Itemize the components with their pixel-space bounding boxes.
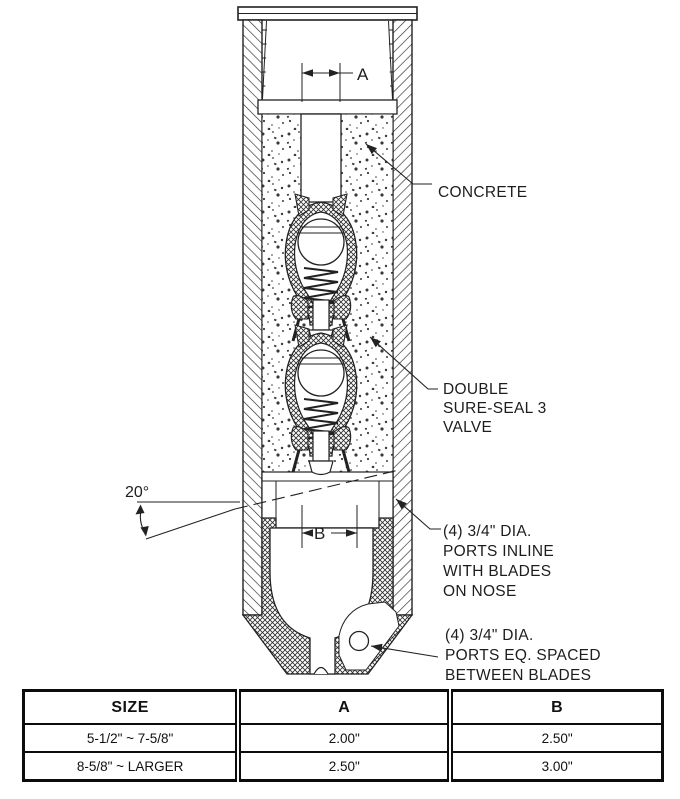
valve-label-line3: VALVE [443, 419, 492, 436]
ports-inline-leader [395, 498, 441, 530]
nose-notch [313, 666, 329, 675]
cell-b-row1: 2.50" [447, 724, 663, 752]
ports-inline-line1: (4) 3/4" DIA. [443, 523, 532, 540]
ports-spaced-line1: (4) 3/4" DIA. [445, 627, 534, 644]
dim-a [301, 63, 353, 102]
cell-a-row1: 2.00" [235, 724, 451, 752]
ports-spaced-line3: BETWEEN BLADES [445, 667, 591, 684]
nose-body [241, 517, 414, 675]
header-a: A [235, 690, 451, 724]
spec-table: SIZE A B 5-1/2" ~ 7-5/8" 2.00" 2.50" 8-5… [22, 689, 664, 782]
collar-threads [261, 20, 394, 100]
dim-a-label: A [357, 65, 369, 84]
cell-b-row2: 3.00" [447, 752, 663, 781]
header-size: SIZE [111, 698, 149, 716]
spec-table-container: SIZE A B 5-1/2" ~ 7-5/8" 2.00" 2.50" 8-5… [22, 689, 664, 782]
ports-spaced-line2: PORTS EQ. SPACED [445, 647, 601, 664]
ports-inline-line3: WITH BLADES [443, 563, 551, 580]
cell-a-row2: 2.50" [235, 752, 451, 781]
collar-seat-plate [257, 99, 398, 115]
dim-b-label: B [314, 524, 325, 543]
concrete-label: CONCRETE [438, 184, 527, 201]
dim-b [301, 505, 358, 548]
shoe-upper-band [261, 471, 394, 529]
cell-size-row1: 5-1/2" ~ 7-5/8" [86, 730, 174, 746]
port-clearance [338, 601, 400, 671]
float-shoe-diagram: A B 20° CONCRETE DOUBLE SURE-SEAL 3 VALV… [125, 6, 601, 684]
cell-size-row2: 8-5/8" ~ LARGER [76, 758, 184, 774]
valve-label-line2: SURE-SEAL 3 [443, 400, 547, 417]
table-row: 5-1/2" ~ 7-5/8" 2.00" 2.50" [23, 724, 663, 752]
bell-cavity [269, 527, 374, 675]
angle-label: 20° [125, 484, 149, 501]
valve-leader [369, 336, 438, 390]
angle-callout [135, 468, 402, 540]
header-b: B [447, 690, 663, 724]
spec-table-header-row: SIZE A B [24, 690, 663, 724]
guide-tube [300, 113, 342, 203]
side-port [348, 630, 370, 652]
ports-inline-line4: ON NOSE [443, 583, 517, 600]
table-row: 8-5/8" ~ LARGER 2.50" 3.00" [23, 752, 663, 781]
top-collar [237, 6, 418, 21]
ports-inline-line2: PORTS INLINE [443, 543, 554, 560]
ports-spaced-leader [370, 643, 439, 658]
valve-label-line1: DOUBLE [443, 381, 509, 398]
concrete-leader [365, 143, 432, 185]
